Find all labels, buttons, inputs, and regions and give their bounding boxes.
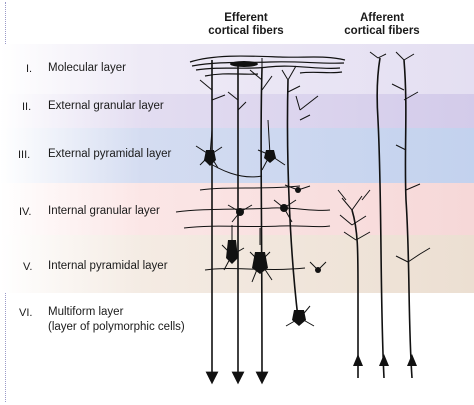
pyramidal-cell-5b xyxy=(252,252,268,274)
multiform-cell-6 xyxy=(292,310,306,326)
pyramidal-cell-3b xyxy=(264,150,276,163)
efferent-heading: Efferent cortical fibers xyxy=(206,12,286,38)
afferent-fibers xyxy=(351,57,413,379)
layer-label-external-granular: External granular layer xyxy=(48,100,164,112)
cell-bodies xyxy=(204,150,321,326)
afferent-heading: Afferent cortical fibers xyxy=(340,12,424,38)
afferent-arrow-3 xyxy=(407,354,417,366)
afferent-arrow-2 xyxy=(379,354,389,366)
layer-numeral-2: II. xyxy=(22,101,32,113)
layer-numeral-6: VI. xyxy=(19,307,33,319)
pyramidal-cell-3a xyxy=(204,150,216,166)
layer-label-molecular: Molecular layer xyxy=(48,62,126,74)
pyramidal-cell-5a xyxy=(226,240,238,264)
afferent-fiber-3 xyxy=(403,59,413,379)
afferent-arrow-1 xyxy=(353,354,363,366)
layer-label-multiform-sub: (layer of polymorphic cells) xyxy=(48,321,185,333)
dendrites xyxy=(175,58,331,327)
efferent-axon-3 xyxy=(255,67,269,385)
layer-label-internal-granular: Internal granular layer xyxy=(48,205,160,217)
horizontal-cell-body xyxy=(230,61,258,67)
granule-cell-4b xyxy=(280,204,288,212)
molecular-layer-fibers xyxy=(189,55,346,77)
granule-cell-4a xyxy=(236,208,244,216)
layer-band-external-pyramidal xyxy=(0,128,474,183)
afferent-heading-line1: Afferent xyxy=(359,12,405,24)
layer-numeral-3: III. xyxy=(18,149,31,161)
efferent-axon-4 xyxy=(286,79,299,319)
granule-cell-4c xyxy=(295,187,301,193)
layer-label-multiform: Multiform layer xyxy=(48,306,124,318)
efferent-axons xyxy=(205,60,299,385)
efferent-heading-line1: Efferent xyxy=(224,12,268,24)
efferent-heading-line2: cortical fibers xyxy=(208,25,284,37)
layer-band-internal-pyramidal xyxy=(0,235,474,293)
layer-numeral-4: IV. xyxy=(19,206,32,218)
layer-numeral-5: V. xyxy=(23,261,33,273)
afferent-heading-line2: cortical fibers xyxy=(344,25,420,37)
afferent-arrows xyxy=(353,354,417,366)
afferent-branches xyxy=(337,51,431,263)
layer-numeral-1: I. xyxy=(26,63,33,75)
layer-label-internal-pyramidal: Internal pyramidal layer xyxy=(48,260,168,272)
afferent-fiber-1 xyxy=(351,209,359,378)
layer-label-external-pyramidal: External pyramidal layer xyxy=(48,148,172,160)
afferent-fiber-2 xyxy=(376,57,385,379)
granule-cell-5c xyxy=(315,267,321,273)
